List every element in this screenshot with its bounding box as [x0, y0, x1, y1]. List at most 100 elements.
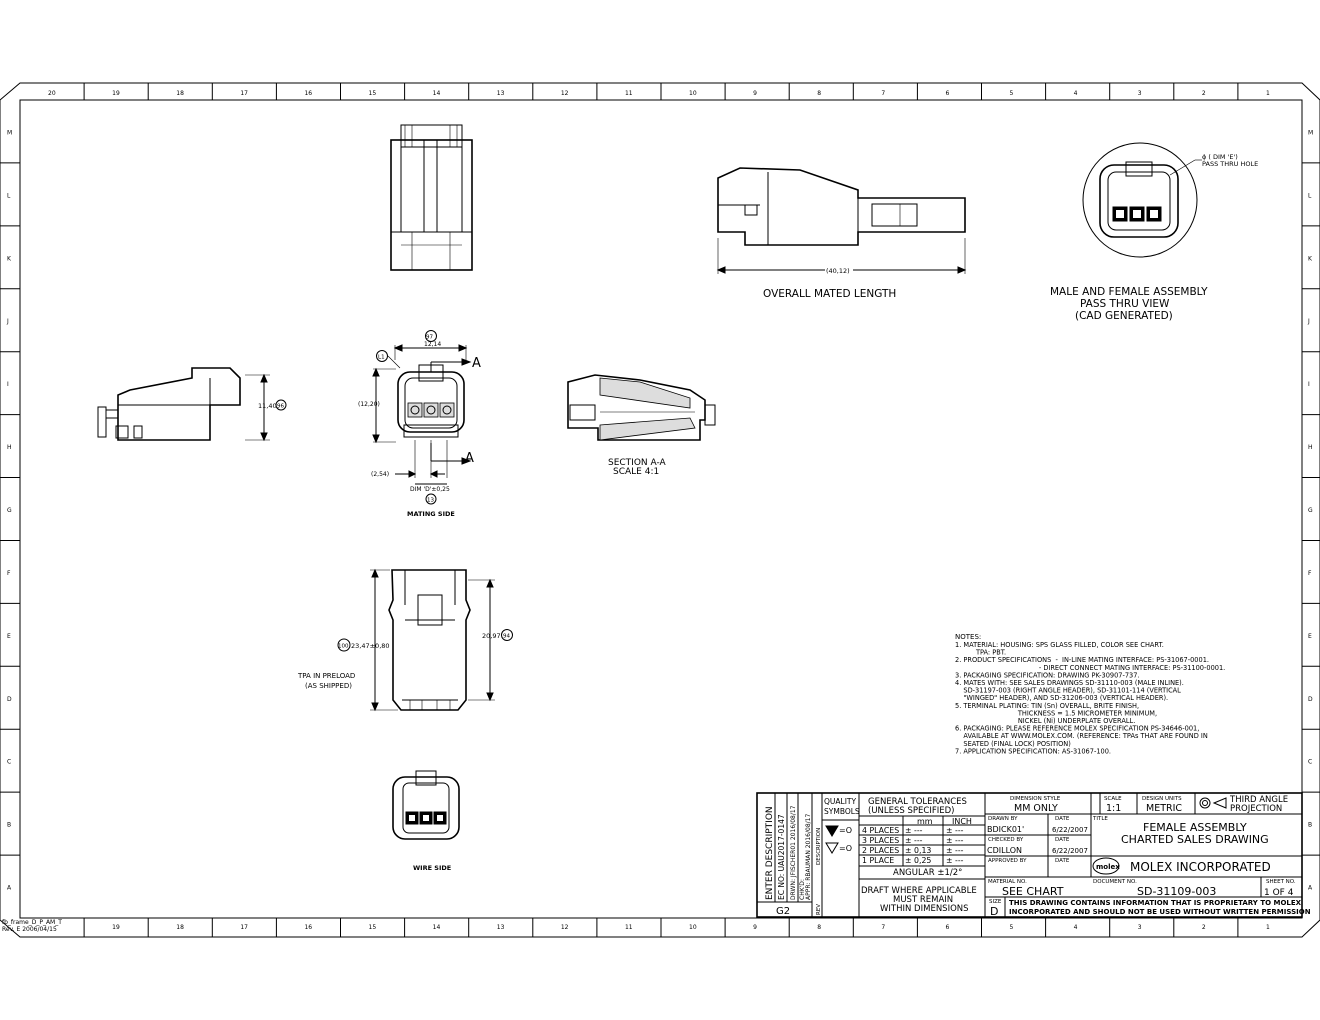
- drawing-title-1: FEMALE ASSEMBLY: [1143, 821, 1247, 834]
- mating-side-view: 12,14 97 L1 (12,20) A A (2,54) DIM 'D'±0…: [358, 330, 481, 518]
- mating-height-dim: (12,20): [358, 401, 380, 408]
- top-length2-dim: 20,97: [482, 632, 501, 640]
- note-line: 2. PRODUCT SPECIFICATIONS - IN-LINE MATI…: [955, 656, 1209, 664]
- drawn-by-label: DRAWN BY: [988, 816, 1018, 822]
- bottom-zone-label: 1: [1266, 924, 1270, 931]
- left-zone-label: D: [7, 696, 12, 703]
- tol-mm: ± 0,13: [905, 846, 931, 855]
- right-zone-label: D: [1308, 696, 1313, 703]
- top-zone-label: 3: [1138, 90, 1142, 97]
- bottom-zone-label: 9: [753, 924, 757, 931]
- molex-logo-text: molex: [1096, 863, 1120, 871]
- right-zone-label: K: [1308, 255, 1313, 262]
- note-line: NICKEL (Ni) UNDERPLATE OVERALL.: [955, 717, 1135, 725]
- title-block: ENTER DESCRIPTION EC NO: UAU2017-0147 DR…: [756, 792, 1311, 918]
- rev-line-3: DRWN: JFISCHER01 2016/08/17: [790, 805, 797, 900]
- rev-line-5: APPR: RBAUMAN 2016/08/17: [805, 814, 812, 900]
- mated-length-dim: (40,12): [826, 267, 850, 275]
- top-zone-label: 15: [369, 90, 377, 97]
- bottom-zone-label: 4: [1074, 924, 1078, 931]
- doc-no: SD-31109-003: [1137, 885, 1216, 898]
- right-zone-label: I: [1308, 381, 1310, 388]
- pass-thru-caption-2: PASS THRU VIEW: [1080, 298, 1170, 310]
- sheet-no: 1 OF 4: [1264, 888, 1294, 898]
- bottom-zone-label: 16: [304, 924, 312, 931]
- quality-label-1: QUALITY: [824, 797, 856, 806]
- mating-width-tag: 97: [426, 335, 433, 341]
- dim-style-label: DIMENSION STYLE: [1010, 796, 1061, 802]
- material-label: MATERIAL NO.: [988, 879, 1027, 885]
- left-zone-label: E: [7, 633, 11, 640]
- top-length2-tag: 94: [503, 634, 510, 640]
- bottom-zone-label: 2: [1202, 924, 1206, 931]
- tpa-caption-1: TPA IN PRELOAD: [297, 672, 355, 680]
- draft-note-2: MUST REMAIN: [893, 895, 953, 905]
- note-line: SD-31197-003 (RIGHT ANGLE HEADER), SD-31…: [955, 687, 1181, 695]
- left-zone-label: J: [6, 318, 9, 325]
- tol-mm: ± 0,25: [905, 856, 931, 865]
- doc-label: DOCUMENT NO.: [1093, 879, 1137, 885]
- notes-heading: NOTES:: [955, 633, 981, 641]
- note-line: 6. PACKAGING: PLEASE REFERENCE MOLEX SPE…: [955, 725, 1199, 733]
- top-zone-label: 9: [753, 90, 757, 97]
- bottom-zone-label: 12: [561, 924, 569, 931]
- bottom-zone-label: 18: [176, 924, 184, 931]
- top-zone-label: 19: [112, 90, 120, 97]
- frame-id-line2: Rev. E 2006/04/15: [2, 926, 57, 933]
- size: D: [990, 905, 998, 918]
- projection-1: THIRD ANGLE: [1229, 795, 1288, 805]
- tol-places: 2 PLACES: [862, 846, 899, 855]
- note-line: 1. MATERIAL: HOUSING: SPS GLASS FILLED, …: [955, 641, 1164, 649]
- size-label: SIZE: [989, 899, 1002, 905]
- note-line: AVAILABLE AT WWW.MOLEX.COM. (REFERENCE: …: [955, 732, 1208, 740]
- proprietary-2: INCORPORATED AND SHOULD NOT BE USED WITH…: [1009, 908, 1311, 916]
- proprietary-1: THIS DRAWING CONTAINS INFORMATION THAT I…: [1009, 899, 1302, 907]
- bottom-zone-label: 19: [112, 924, 120, 931]
- quality-label-2: SYMBOLS: [824, 807, 860, 816]
- projection-2: PROJECTION: [1230, 804, 1282, 814]
- note-line: SEATED (FINAL LOCK) POSITION): [955, 740, 1071, 748]
- drawing-title-2: CHARTED SALES DRAWING: [1121, 833, 1269, 846]
- tpa-view: 100 23,47±0,80 20,97 94 TPA IN PRELOAD (…: [297, 568, 513, 712]
- left-zone-label: G: [7, 507, 12, 514]
- mating-caption: MATING SIDE: [407, 510, 455, 518]
- note-line: 5. TERMINAL PLATING: TIN (Sn) OVERALL, B…: [955, 702, 1139, 710]
- section-caption-1: SECTION A-A: [608, 458, 667, 468]
- right-zone-label: A: [1308, 885, 1313, 892]
- left-zone-label: M: [7, 129, 12, 136]
- mated-view: (40,12) OVERALL MATED LENGTH: [716, 167, 967, 300]
- bottom-zone-label: 17: [240, 924, 248, 931]
- section-view: SECTION A-A SCALE 4:1: [567, 374, 716, 477]
- mating-l1-tag: L1: [378, 355, 385, 361]
- top-zone-label: 18: [176, 90, 184, 97]
- note-line: THICKNESS = 1.5 MICROMETER MINIMUM,: [955, 709, 1157, 717]
- pass-thru-caption-1: MALE AND FEMALE ASSEMBLY: [1050, 286, 1208, 298]
- top-zone-label: 12: [561, 90, 569, 97]
- tol-inch: ± ---: [946, 826, 964, 835]
- top-zone-label: 6: [945, 90, 949, 97]
- sheet-label: SHEET NO.: [1266, 879, 1296, 885]
- checked-date-label: DATE: [1055, 837, 1070, 843]
- tol-places: 4 PLACES: [862, 826, 899, 835]
- top-zone-label: 11: [625, 90, 633, 97]
- description-label: DESCRIPTION: [816, 828, 822, 865]
- right-zone-label: L: [1308, 192, 1312, 199]
- right-zone-label: E: [1308, 633, 1312, 640]
- company-name: MOLEX INCORPORATED: [1130, 860, 1271, 874]
- right-zone-label: C: [1308, 759, 1312, 766]
- rev-label: REV: [816, 904, 822, 915]
- mating-width-dim: 12,14: [424, 341, 441, 348]
- top-zone-label: 10: [689, 90, 697, 97]
- material: SEE CHART: [1002, 885, 1064, 898]
- top-zone-label: 17: [240, 90, 248, 97]
- tol-places: 3 PLACES: [862, 836, 899, 845]
- note-line: 7. APPLICATION SPECIFICATION: AS-31067-1…: [955, 747, 1111, 755]
- tol-inch: ± ---: [946, 836, 964, 845]
- top-length-tag: 100: [338, 644, 349, 650]
- tol-inch: ± ---: [946, 846, 964, 855]
- pass-thru-hole-1: ϕ ( DIM 'E'): [1202, 153, 1238, 161]
- drawn-date: 6/22/2007: [1052, 826, 1088, 834]
- right-zone-label: B: [1308, 822, 1312, 829]
- bottom-zone-label: 5: [1010, 924, 1014, 931]
